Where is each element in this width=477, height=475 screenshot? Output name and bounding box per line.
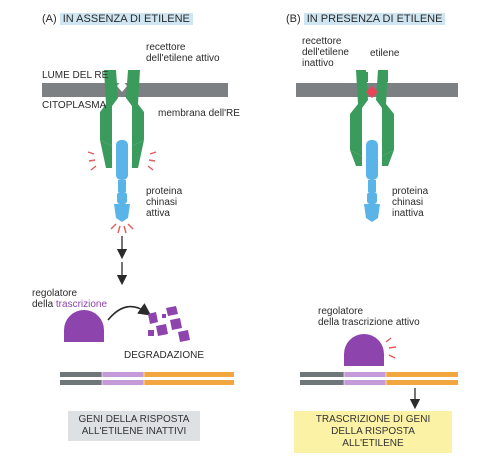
panel-b-title-text: IN PRESENZA DI ETILENE — [303, 13, 446, 25]
panel-b-letter: (B) — [286, 13, 301, 25]
active-receptor-label-line-2: dell'etilene attivo — [146, 53, 220, 64]
active-kinase-label-line-2: chinasi — [146, 197, 178, 208]
active-receptor-label: recettore dell'etilene attivo — [146, 42, 220, 64]
activity-marks-kinase-a — [110, 223, 134, 234]
inactive-kinase-label-line-2: chinasi — [392, 197, 424, 208]
inactive-receptor-label-line-3: inattivo — [302, 58, 334, 69]
panel-a-title: (A) IN ASSENZA DI ETILENE — [42, 12, 193, 26]
genes-inactive-line-1: GENI DELLA RISPOSTA — [78, 414, 190, 425]
inactive-kinase-label-line-1: proteina — [392, 186, 429, 197]
activity-marks-receptor-a — [87, 151, 157, 171]
transcription-regulator-label-a: regolatore della trascrizione — [32, 288, 107, 310]
inactive-kinase-label: proteina chinasi inattiva — [392, 186, 428, 219]
inactive-kinase-label-line-3: inattiva — [392, 208, 424, 219]
ethylene-label: etilene — [370, 48, 400, 59]
activity-marks-regulator-b — [385, 337, 397, 359]
gene-transcription-box: TRASCRIZIONE DI GENI DELLA RISPOSTA ALL'… — [294, 411, 452, 453]
active-kinase-a — [114, 140, 130, 222]
regulator-label-a-prefix: della — [32, 299, 56, 310]
ethylene-molecule — [366, 86, 378, 98]
transcription-regulator-label-b: regolatore della trascrizione attivo — [318, 306, 420, 328]
active-kinase-label-line-3: attiva — [146, 208, 170, 219]
inactive-receptor-label-line-1: recettore — [302, 36, 342, 47]
dna-a — [60, 371, 234, 386]
regulator-label-a-line-1: regolatore — [32, 288, 78, 299]
panel-a-letter: (A) — [42, 13, 57, 25]
active-kinase-label: proteina chinasi attiva — [146, 186, 182, 219]
regulator-label-b-line-1: regolatore — [318, 306, 364, 317]
dna-b — [300, 371, 458, 386]
degraded-regulator-fragments — [148, 306, 190, 342]
transcription-regulator-b — [344, 334, 384, 366]
genes-inactive-box: GENI DELLA RISPOSTA ALL'ETILENE INATTIVI — [68, 411, 200, 441]
panel-b-title: (B) IN PRESENZA DI ETILENE — [286, 12, 446, 26]
inactive-kinase-b — [364, 140, 380, 222]
lumen-label: LUME DEL RE — [42, 70, 109, 81]
regulator-label-a-highlight: trascrizione — [55, 299, 108, 310]
binding-pocket-a — [117, 80, 127, 92]
cytoplasm-label: CITOPLASMA — [42, 100, 107, 111]
membrane-label: membrana dell'RE — [158, 108, 240, 119]
gene-transcription-line-1: TRASCRIZIONE DI GENI — [315, 414, 431, 425]
active-receptor-a — [100, 70, 144, 168]
degradation-label: DEGRADAZIONE — [124, 350, 205, 361]
transcription-regulator-a — [64, 310, 104, 342]
genes-inactive-line-2: ALL'ETILENE INATTIVI — [81, 426, 187, 437]
active-receptor-label-line-1: recettore — [146, 42, 186, 53]
inactive-receptor-b — [350, 70, 394, 166]
degradation-arrow — [107, 303, 152, 321]
gene-transcription-line-2: DELLA RISPOSTA ALL'ETILENE — [331, 426, 415, 449]
regulator-label-a-line-2: della trascrizione — [32, 299, 107, 310]
panel-a-title-text: IN ASSENZA DI ETILENE — [59, 13, 193, 25]
active-kinase-label-line-1: proteina — [146, 186, 183, 197]
regulator-label-b-line-2: della trascrizione attivo — [318, 317, 420, 328]
inactive-receptor-label-line-2: dell'etilene — [302, 47, 349, 58]
inactive-receptor-label: recettore dell'etilene inattivo — [302, 36, 349, 69]
